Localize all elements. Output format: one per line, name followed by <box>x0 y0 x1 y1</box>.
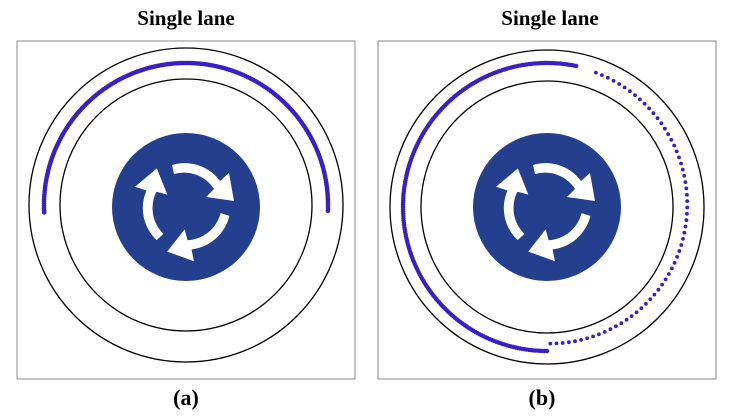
vehicle-dot <box>677 155 681 160</box>
vehicle-dot <box>628 89 632 94</box>
vehicle-dot <box>651 111 656 116</box>
vehicle-dot <box>611 78 616 83</box>
vehicle-dot <box>619 321 624 326</box>
vehicle-dot <box>670 266 674 271</box>
vehicle-dot <box>585 336 589 341</box>
vehicle-dot <box>663 277 668 282</box>
vehicle-dot <box>647 106 651 111</box>
vehicle-dot <box>634 310 639 315</box>
vehicle-dot <box>639 306 644 311</box>
vehicle-dot <box>685 199 690 204</box>
vehicle-dot <box>660 282 664 287</box>
vehicle-dot <box>683 224 688 229</box>
vehicle-dot <box>666 272 671 276</box>
vehicle-dot <box>680 167 685 172</box>
vehicle-dot <box>684 186 689 191</box>
vehicle-dot <box>685 192 689 197</box>
vehicle-dot <box>605 75 610 80</box>
vehicle-dot <box>655 116 660 121</box>
vehicle-dot <box>666 132 671 137</box>
vehicle-dot <box>574 63 579 69</box>
panel-b-diagram <box>377 40 717 380</box>
vehicle-dot <box>652 292 657 297</box>
vehicle-dot <box>548 341 553 346</box>
roundabout-sign-icon <box>473 133 621 281</box>
vehicle-dot <box>674 149 679 154</box>
panel-a-caption: (a) <box>173 385 199 410</box>
vehicle-dot <box>325 208 331 214</box>
vehicle-dot <box>602 330 607 334</box>
vehicle-dot <box>579 338 583 342</box>
vehicle-dot <box>682 230 687 235</box>
vehicle-dot <box>659 121 664 126</box>
vehicle-dot <box>642 101 647 106</box>
outer-ring <box>389 49 705 365</box>
vehicle-dot <box>633 93 637 98</box>
vehicle-dot <box>622 85 627 90</box>
panel-a-title: Single lane <box>137 6 235 30</box>
vehicle-dot <box>679 243 684 247</box>
vehicle-dot <box>648 297 653 302</box>
outer-ring <box>28 47 344 363</box>
vehicle-dot <box>644 302 648 306</box>
vehicle-trajectory <box>400 60 690 354</box>
vehicle-dot <box>629 314 634 318</box>
vehicle-dot <box>672 143 677 148</box>
panel-a-diagram <box>16 40 356 380</box>
vehicle-dot <box>608 327 613 332</box>
inner-ring <box>59 78 313 332</box>
vehicle-dot <box>638 97 642 102</box>
vehicle-dot <box>594 70 598 75</box>
vehicle-dot <box>591 334 595 339</box>
vehicle-dot <box>663 126 667 131</box>
vehicle-dot <box>624 317 629 322</box>
vehicle-dot <box>573 339 577 344</box>
vehicle-dot <box>554 341 559 346</box>
vehicle-dot <box>681 237 685 241</box>
vehicle-dot <box>656 287 661 292</box>
vehicle-dot <box>675 255 679 259</box>
vehicle-dot <box>614 324 618 329</box>
vehicle-dot <box>597 332 601 337</box>
vehicle-dot <box>672 260 677 265</box>
vehicle-dot <box>567 340 571 345</box>
vehicle-dot <box>677 249 682 253</box>
vehicle-dot <box>679 161 683 166</box>
vehicle-dot <box>617 82 622 86</box>
vehicle-trajectory <box>41 60 331 215</box>
vehicle-dot <box>685 211 689 216</box>
vehicle-dot <box>685 205 690 210</box>
inner-ring <box>420 80 674 334</box>
roundabout-sign-icon <box>112 133 260 281</box>
vehicle-dot <box>682 173 687 178</box>
vehicle-dot <box>560 341 565 345</box>
vehicle-dot <box>683 180 688 185</box>
vehicle-dot <box>669 137 674 142</box>
vehicle-dot <box>600 73 604 77</box>
panel-b-title: Single lane <box>501 6 599 30</box>
vehicle-dot <box>684 218 689 223</box>
panel-b-caption: (b) <box>528 385 556 410</box>
